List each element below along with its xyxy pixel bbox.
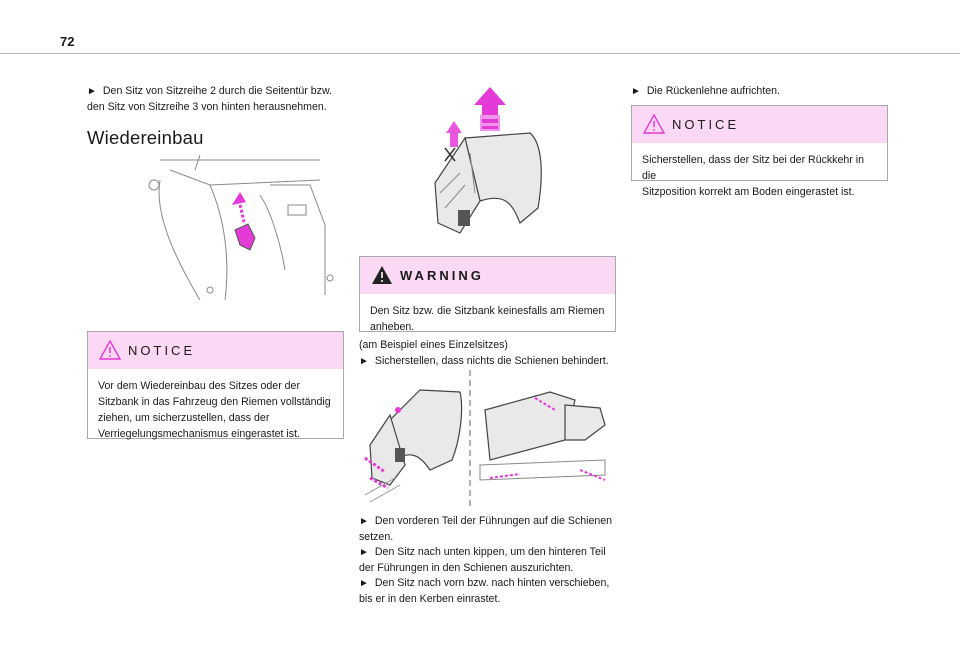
notice-line: Sicherstellen, dass der Sitz bei der Rüc… [642,154,864,182]
warning-line: anheben. [370,321,415,333]
arrow-bullet-icon: ► [359,516,369,527]
step-line: Den vorderen Teil der Führungen auf die … [374,515,613,527]
notice-text: Sicherstellen, dass der Sitz bei der Rüc… [632,143,887,208]
warning-box: WARNING Den Sitz bzw. die Sitzbank keine… [359,256,616,333]
notice-box-floor-lock: NOTICE Sicherstellen, dass der Sitz bei … [631,105,888,198]
warning-line: Den Sitz bzw. die Sitzbank keinesfalls a… [370,305,605,317]
intro-step: ► Den Sitz von Sitzreihe 2 durch die Seit… [87,84,357,115]
arrow-bullet-icon: ► [359,355,369,367]
step-line: Den Sitz nach unten kippen, um den hinte… [374,546,606,558]
warning-title: WARNING [400,268,484,283]
step-line: der Führungen in den Schienen auszuricht… [359,561,574,574]
warning-triangle-icon [372,266,392,284]
intro-line-2: den Sitz von Sitzreihe 3 von hinten hera… [87,100,327,113]
arrow-bullet-icon: ► [87,86,97,97]
step-backrest: Die Rückenlehne aufrichten. [646,85,780,97]
page-number: 72 [60,34,75,49]
notice-line: ziehen, um sicherzustellen, dass der [98,412,270,424]
arrow-bullet-icon: ► [359,547,369,558]
step-rails: Sicherstellen, dass nichts die Schienen … [374,354,609,367]
step-line: bis er in den Kerben einrastet. [359,592,501,605]
section-heading: Wiedereinbau [87,127,204,148]
seat-strap-illustration [148,154,334,301]
notice-line: Sitzbank in das Fahrzeug den Riemen voll… [98,396,331,408]
step-line: setzen. [359,530,394,543]
example-note: (am Beispiel eines Einzelsitzes) [359,339,508,351]
intro-line-1: Den Sitz von Sitzreihe 2 durch die Seite… [102,85,332,97]
warning-triangle-icon [99,340,121,360]
warning-triangle-icon [643,114,665,134]
seat-rails-illustration [364,370,606,510]
notice-line: Sitzposition korrekt am Boden eingeraste… [642,186,855,198]
notice-text: Vor dem Wiedereinbau des Sitzes oder der… [88,369,343,450]
notice-box-reinstall: NOTICE Vor dem Wiedereinbau des Sitzes o… [87,331,344,440]
backrest-step: ► Die Rückenlehne aufrichten. [631,84,891,100]
notice-line: Vor dem Wiedereinbau des Sitzes oder der [98,380,300,392]
notice-header: NOTICE [632,106,887,143]
notice-line: Verriegelungsmechanismus eingerastet ist… [98,428,300,440]
rails-check: (am Beispiel eines Einzelsitzes) ► Sicher… [359,338,629,369]
notice-header: NOTICE [88,332,343,369]
seat-lift-illustration [434,87,542,234]
arrow-bullet-icon: ► [359,578,369,589]
warning-text: Den Sitz bzw. die Sitzbank keinesfalls a… [360,294,615,343]
arrow-bullet-icon: ► [631,86,641,97]
reinstall-steps: ► Den vorderen Teil der Führungen auf die… [359,514,629,607]
header-rule [0,53,960,54]
notice-title: NOTICE [128,343,196,358]
warning-header: WARNING [360,257,615,294]
step-line: Den Sitz nach vorn bzw. nach hinten vers… [374,577,610,589]
notice-title: NOTICE [672,117,740,132]
